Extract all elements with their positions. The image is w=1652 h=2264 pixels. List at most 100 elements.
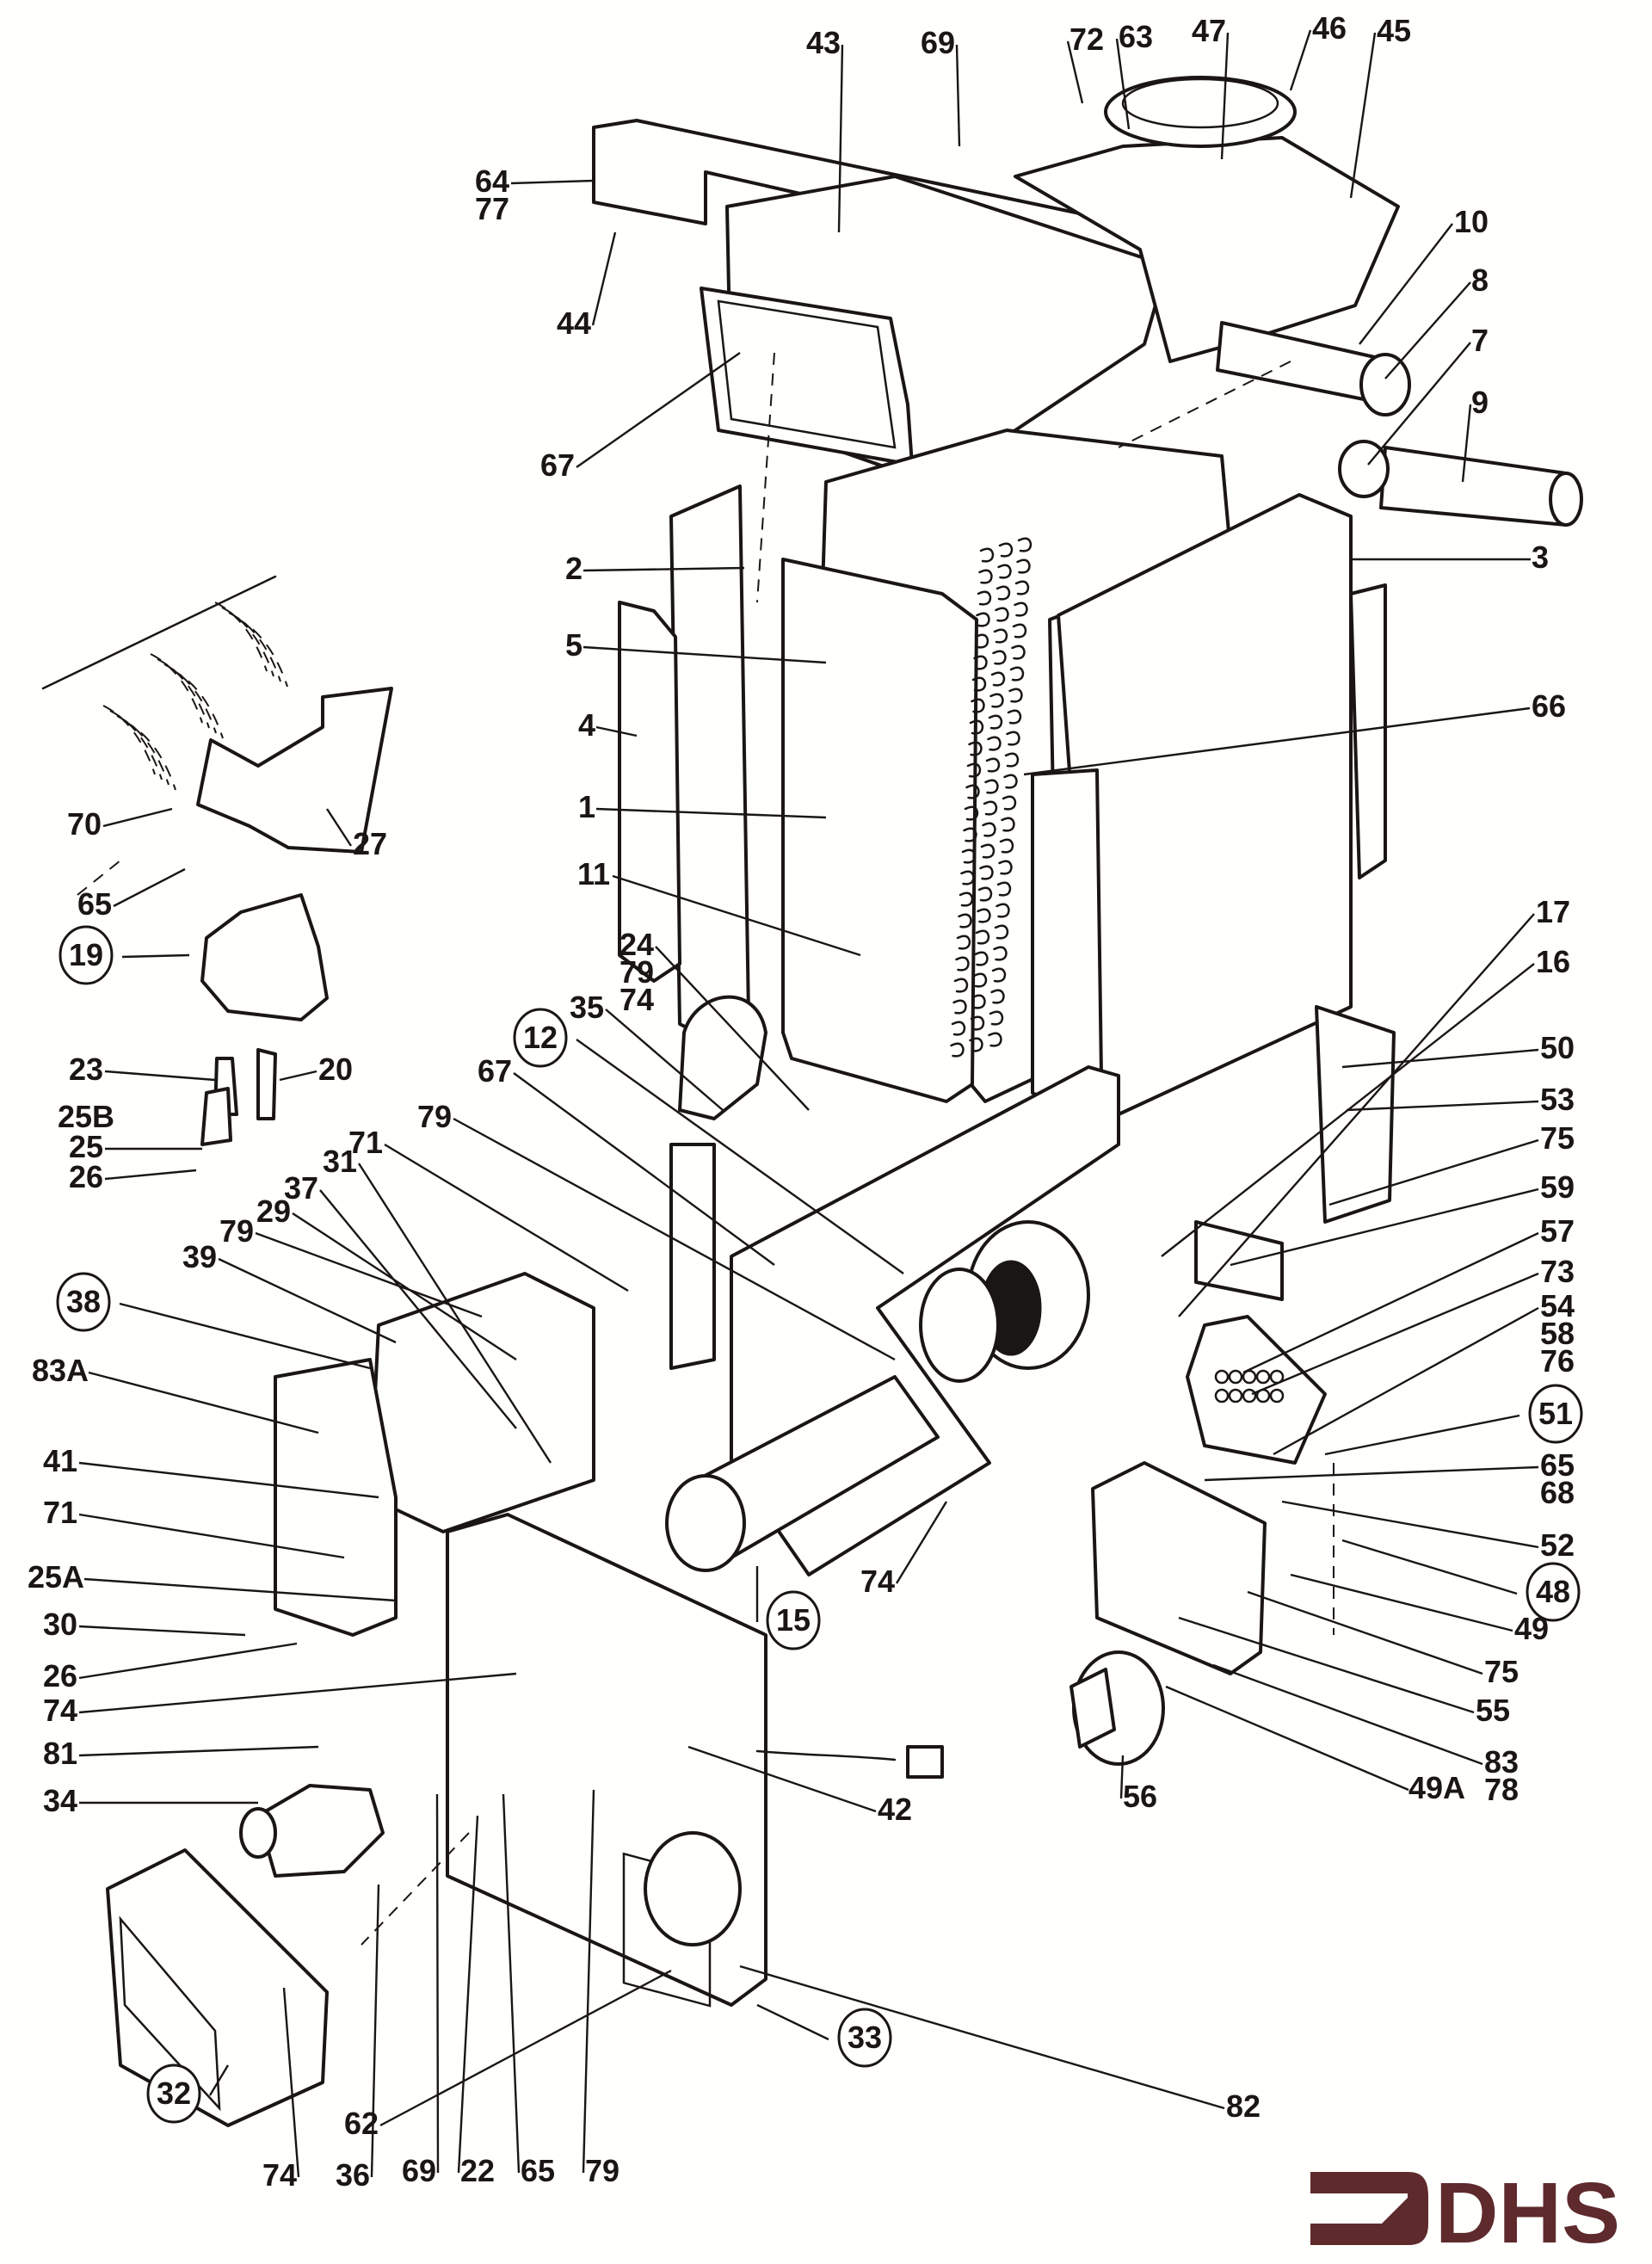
cover-box-32 bbox=[106, 1848, 329, 2127]
fin bbox=[1017, 537, 1032, 552]
callout-30: 30 bbox=[43, 1607, 77, 1642]
callout-label: 5 bbox=[565, 627, 583, 663]
callout-26b: 26 bbox=[43, 1658, 77, 1693]
fin bbox=[996, 585, 1011, 601]
leader-line-32 bbox=[208, 2064, 230, 2096]
callout-label: 83A bbox=[32, 1353, 89, 1388]
fin bbox=[1008, 688, 1023, 703]
terminal-pin bbox=[1228, 1369, 1243, 1385]
callout-31: 31 bbox=[323, 1144, 357, 1179]
burner-slot bbox=[228, 612, 281, 682]
callout-69b: 69 bbox=[402, 2153, 436, 2188]
fin bbox=[966, 762, 982, 778]
bracket-27 bbox=[196, 687, 393, 854]
parts-drawing bbox=[41, 76, 1583, 2127]
callout-label: 78 bbox=[1484, 1772, 1519, 1807]
callout-53: 53 bbox=[1540, 1082, 1575, 1117]
callout-label: 70 bbox=[67, 806, 102, 842]
fin bbox=[1009, 666, 1025, 682]
callout-label: 26 bbox=[69, 1159, 103, 1194]
callout-9: 9 bbox=[1471, 385, 1489, 420]
fin bbox=[971, 994, 986, 1009]
callout-label: 8 bbox=[1471, 262, 1489, 298]
callout-56: 56 bbox=[1123, 1779, 1157, 1814]
fin bbox=[989, 1010, 1004, 1026]
burner-slot bbox=[163, 663, 217, 734]
callout-16: 16 bbox=[1536, 944, 1570, 979]
leader-line-81 bbox=[78, 1745, 319, 1757]
callout-label: 16 bbox=[1536, 944, 1570, 979]
callout-label: 52 bbox=[1540, 1527, 1575, 1563]
callout-69a: 69 bbox=[921, 25, 955, 60]
callout-label: 67 bbox=[478, 1053, 512, 1089]
callout-47: 47 bbox=[1192, 13, 1226, 48]
callout-15: 15 bbox=[766, 1590, 821, 1650]
callout-label: 68 bbox=[1540, 1475, 1575, 1510]
burner-slot bbox=[123, 720, 176, 791]
fin bbox=[1014, 580, 1030, 595]
fin bbox=[1012, 623, 1027, 638]
callout-26a: 26 bbox=[69, 1159, 103, 1194]
leader-line-4 bbox=[595, 725, 638, 737]
callout-label: 24 bbox=[620, 927, 654, 962]
leader-line-50 bbox=[1341, 1048, 1539, 1069]
fin bbox=[989, 693, 1004, 708]
fin bbox=[975, 929, 990, 945]
callout-label: 32 bbox=[157, 2076, 191, 2111]
callout-label: 38 bbox=[66, 1284, 101, 1319]
callout-label: 73 bbox=[1540, 1254, 1575, 1289]
leader-line-12 bbox=[576, 1039, 904, 1274]
callout-label: 22 bbox=[460, 2153, 495, 2188]
callout-circle bbox=[766, 1590, 821, 1650]
elbow-35 bbox=[678, 995, 767, 1120]
leader-line-65a bbox=[113, 867, 186, 908]
bracket-50 bbox=[1315, 1005, 1396, 1224]
leader-line-38 bbox=[119, 1302, 371, 1370]
callout-19: 19 bbox=[59, 925, 114, 985]
callout-label: 79 bbox=[219, 1213, 254, 1249]
callout-label: 39 bbox=[182, 1239, 217, 1274]
callout-49: 49 bbox=[1514, 1611, 1549, 1646]
fin bbox=[990, 671, 1006, 687]
callout-label: 29 bbox=[256, 1194, 291, 1229]
callout-label: 79 bbox=[620, 954, 654, 990]
callout-29: 29 bbox=[256, 1194, 291, 1229]
callout-label: 25A bbox=[28, 1559, 84, 1595]
fan-hub bbox=[919, 1268, 1000, 1383]
fin bbox=[995, 607, 1009, 622]
fin bbox=[977, 886, 993, 902]
leader-line-22 bbox=[457, 1815, 479, 2174]
callout-79c: 79 bbox=[585, 2153, 620, 2188]
callout-label: 4 bbox=[578, 707, 595, 743]
leader-line-46 bbox=[1289, 29, 1312, 91]
baffle-4 bbox=[618, 601, 681, 983]
callout-74c: 74 bbox=[262, 2157, 297, 2193]
fin bbox=[994, 924, 1009, 940]
assembly-line bbox=[756, 352, 775, 603]
leader-line-72 bbox=[1066, 40, 1084, 104]
pilot-nut-25 bbox=[200, 1087, 232, 1146]
fin bbox=[973, 655, 988, 670]
terminal-pins bbox=[1214, 1369, 1285, 1403]
leader-line-71a bbox=[384, 1143, 629, 1292]
leader-line-11 bbox=[612, 874, 861, 957]
callout-label: 31 bbox=[323, 1144, 357, 1179]
callout-50: 50 bbox=[1540, 1030, 1575, 1065]
dhs-logo: DHS bbox=[1310, 2165, 1620, 2249]
callout-79a: 79 bbox=[417, 1099, 452, 1134]
baffle-right bbox=[1031, 768, 1103, 1112]
terminal-pin bbox=[1228, 1388, 1243, 1403]
callout-11: 11 bbox=[577, 856, 610, 891]
pilot-assembly-19 bbox=[200, 893, 329, 1021]
leader-line-57 bbox=[1242, 1231, 1539, 1374]
leader-line-29 bbox=[292, 1212, 517, 1361]
pipe-9 bbox=[1379, 446, 1568, 527]
callout-79b: 79 bbox=[219, 1213, 254, 1249]
callout-label: 74 bbox=[620, 982, 654, 1017]
callout-2: 2 bbox=[565, 551, 583, 586]
callout-label: 48 bbox=[1536, 1574, 1570, 1609]
callout-label: 49 bbox=[1514, 1611, 1549, 1646]
leader-line-73 bbox=[1251, 1272, 1539, 1396]
fin bbox=[999, 838, 1014, 854]
